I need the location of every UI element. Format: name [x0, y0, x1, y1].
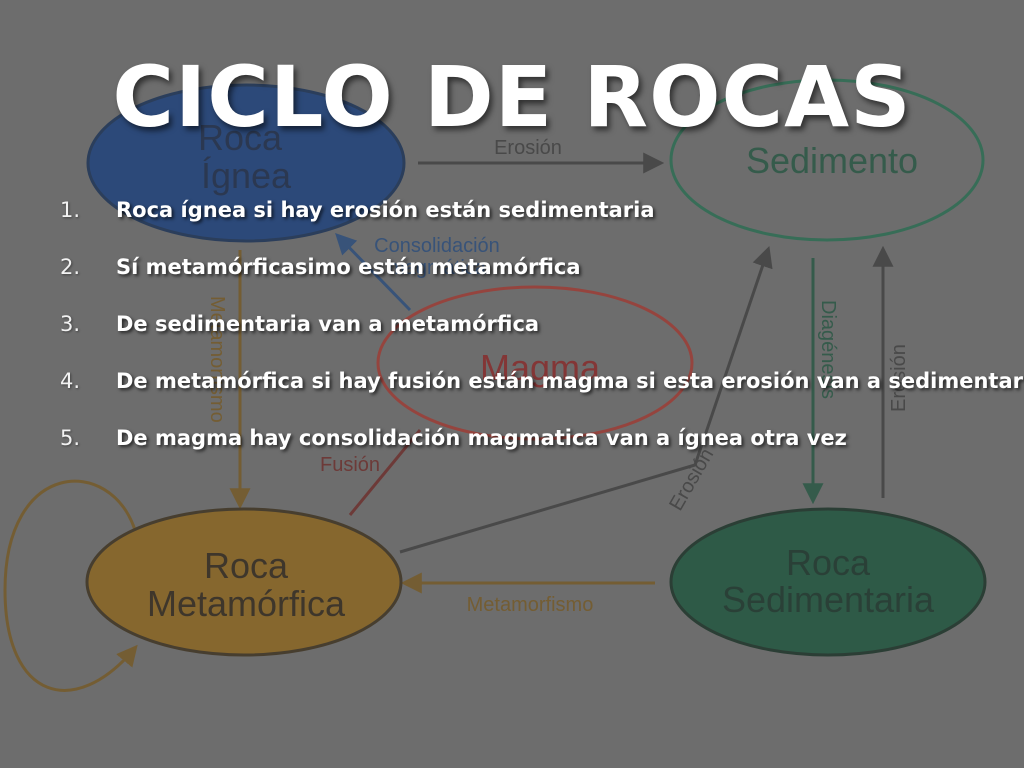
step-text: De magma hay consolidación magmatica van… — [116, 426, 847, 450]
node-magma — [376, 285, 694, 441]
node-magma-label: Magma — [480, 347, 601, 388]
edge-fusion-arrow — [348, 429, 422, 516]
node-sedimento-label: Sedimento — [746, 140, 918, 181]
step-number: 2. — [60, 255, 81, 279]
edge-erosion-top-label: Erosión — [494, 137, 562, 159]
step-number: 1. — [60, 198, 81, 222]
step-text: Roca ígnea si hay erosión están sediment… — [116, 198, 655, 222]
node-roca-ignea-label-2: Ígnea — [201, 155, 292, 196]
edge-loop-arrow — [3, 479, 138, 692]
node-roca-sedimentaria-label-1: Roca — [786, 542, 871, 583]
steps-list: 1. Roca ígnea si hay erosión están sedime… — [60, 198, 1024, 483]
node-roca-ignea-label-1: Roca — [198, 117, 283, 158]
step-item: 1. Roca ígnea si hay erosión están sedime… — [60, 198, 1024, 255]
step-number: 3. — [60, 312, 81, 336]
step-text: De metamórfica si hay fusión están magma… — [116, 369, 1024, 393]
node-roca-sedimentaria — [669, 507, 987, 657]
edge-fusion-label: Fusión — [320, 454, 380, 476]
node-roca-metamorfica — [85, 507, 403, 657]
edge-metamorfismo-left-label: Metamorfismo — [206, 296, 228, 423]
step-item: 3. De sedimentaria van a metamórfica — [60, 312, 1024, 369]
node-roca-sedimentaria-label-2: Sedimentaria — [722, 579, 935, 620]
step-text: Sí metamórficasimo están metamórfica — [116, 255, 581, 279]
edge-consolidacion-arrow — [335, 232, 412, 312]
node-roca-ignea — [86, 83, 406, 243]
edge-erosion-diag-arrow — [399, 246, 773, 554]
edge-erosion-right-label: Erosión — [888, 344, 910, 412]
step-item: 4. De metamórfica si hay fusión están mag… — [60, 369, 1024, 426]
edge-consolidacion-label-2: magmática — [388, 257, 487, 279]
edge-diagenesis-label: Diagénesis — [817, 300, 839, 399]
step-number: 4. — [60, 369, 81, 393]
node-roca-metamorfica-label-2: Metamórfica — [147, 583, 346, 624]
step-number: 5. — [60, 426, 81, 450]
step-item: 5. De magma hay consolidación magmatica v… — [60, 426, 1024, 483]
node-roca-metamorfica-label-1: Roca — [204, 545, 289, 586]
node-sedimento — [669, 78, 985, 242]
step-item: 2. Sí metamórficasimo están metamórfica — [60, 255, 1024, 312]
edge-metamorfismo-bottom-label: Metamorfismo — [467, 594, 594, 616]
slide-title: CICLO DE ROCAS — [112, 48, 912, 146]
edge-consolidacion-label-1: Consolidación — [374, 235, 500, 257]
step-text: De sedimentaria van a metamórfica — [116, 312, 540, 336]
